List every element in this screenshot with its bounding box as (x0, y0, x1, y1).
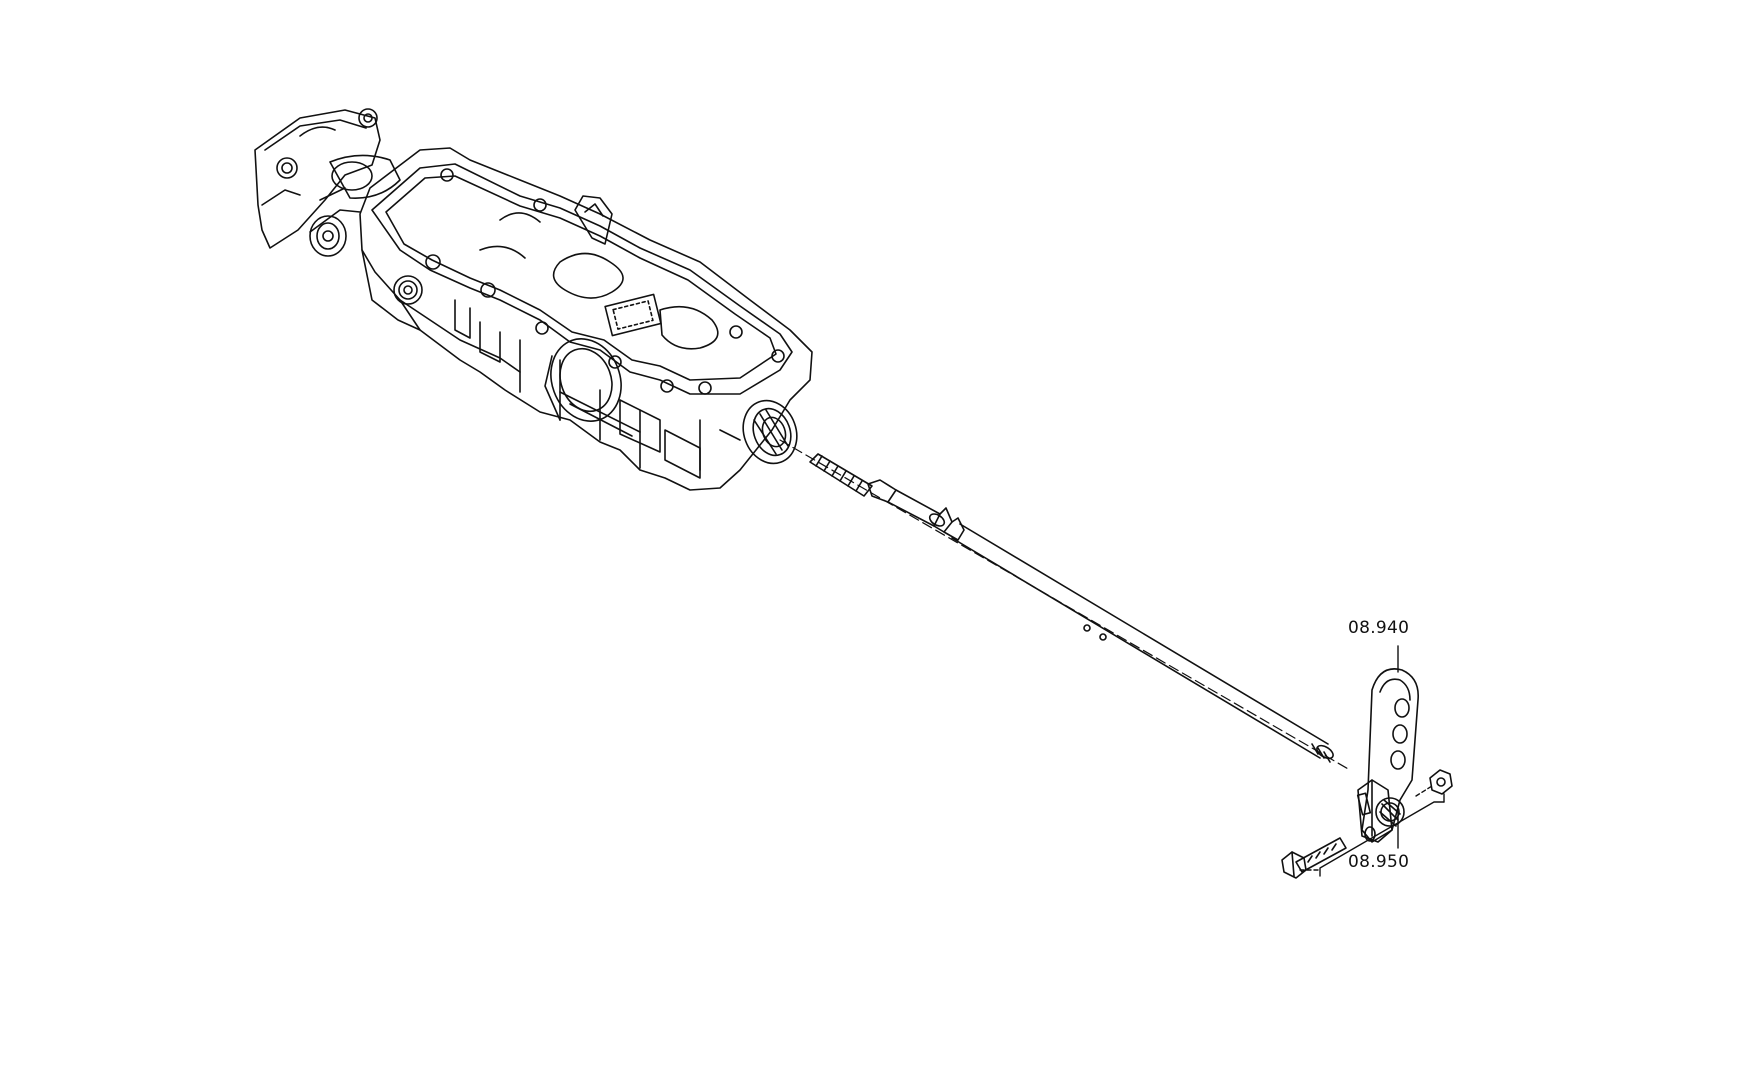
shift-shaft (809, 453, 1334, 763)
assembly-axis-line (779, 439, 1351, 771)
callout-label-08950: 08.950 (1348, 852, 1410, 872)
side-bushing (309, 209, 361, 257)
shift-housing-assembly (254, 108, 813, 491)
shift-lever (1356, 668, 1419, 843)
callout-leaders (1299, 645, 1445, 877)
housing-end-cap (254, 108, 401, 249)
clamp-bolt (1281, 837, 1347, 879)
hex-nut (1429, 769, 1453, 795)
output-seal-ring (742, 399, 798, 465)
housing-main-body (359, 147, 813, 491)
callout-label-08940: 08.940 (1348, 618, 1410, 638)
